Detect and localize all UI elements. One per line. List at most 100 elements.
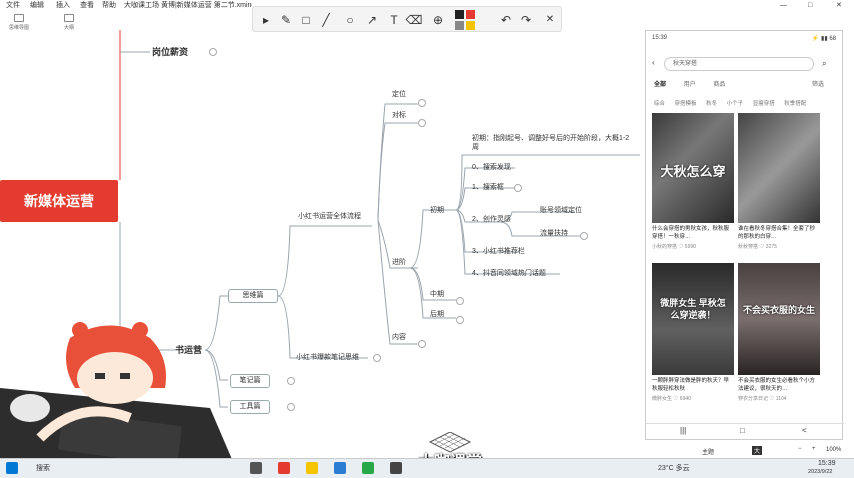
early-description[interactable]: 初期：指刚起号、调整好号后的开始阶段，大概1-2 — [472, 135, 630, 142]
mindmap-view-button[interactable]: 思维导图 — [2, 14, 36, 31]
root-topic[interactable]: 新媒体运营 — [0, 180, 118, 222]
folder-icon[interactable] — [306, 462, 318, 474]
chip[interactable]: 穿搭模板 — [674, 101, 697, 107]
tab-products[interactable]: 商品 — [713, 82, 726, 88]
substep-traffic-support[interactable]: 流量扶持 — [540, 230, 568, 237]
color-yellow-swatch[interactable] — [466, 21, 475, 30]
maximize-button[interactable]: □ — [808, 2, 813, 9]
collapse-icon[interactable] — [209, 48, 217, 56]
chip[interactable]: 秋季搭配 — [784, 101, 807, 107]
menu-edit[interactable]: 编辑 — [30, 2, 44, 9]
browser-icon[interactable] — [334, 462, 346, 474]
clock-time[interactable]: 15:39 — [818, 460, 836, 467]
outline-view-button[interactable]: 大纲 — [58, 14, 80, 31]
topic-notes[interactable]: 笔记篇 — [230, 374, 270, 388]
collapse-icon[interactable] — [287, 377, 295, 385]
zoom-icon[interactable]: ⊕ — [432, 13, 444, 27]
pen-icon[interactable]: ✎ — [280, 13, 292, 27]
menu-insert[interactable]: 插入 — [56, 2, 70, 9]
delete-icon[interactable]: ✕ — [545, 14, 555, 25]
collapse-icon[interactable] — [287, 403, 295, 411]
topic-note-ideas[interactable]: 小红书爆款笔记思维 — [296, 354, 359, 361]
minimize-button[interactable]: — — [780, 2, 787, 9]
page-indicator[interactable]: 大 — [752, 446, 763, 455]
zoom-level[interactable]: 100% — [826, 447, 842, 453]
step-search-discover[interactable]: 0、搜索发现 — [472, 164, 511, 171]
chip[interactable]: 小个子 — [726, 101, 744, 107]
step-recommend[interactable]: 3、小红书推荐栏 — [472, 248, 525, 255]
note-card[interactable]: 大秋怎么穿 什么会穿搭的男秋女孩，秋秋服穿搭！一秋穿… 小秋的穿搭 ♡ 5990 — [652, 113, 734, 250]
app-icon[interactable] — [278, 462, 290, 474]
collapse-icon[interactable] — [418, 119, 426, 127]
topic-mind[interactable]: 思维篇 — [228, 289, 278, 303]
home-icon[interactable]: □ — [740, 426, 745, 435]
tab-users[interactable]: 用户 — [683, 82, 696, 88]
note-card[interactable]: 微胖女生 早秋怎么穿逆袭！ 一颗胖胖穿法做是胖的秋天？早秋服轻松秋秋 微胖女生 … — [652, 263, 734, 402]
eraser-icon[interactable]: ⌫ — [405, 13, 423, 27]
collapse-icon[interactable] — [456, 316, 464, 324]
early-description-2: 周 — [472, 144, 479, 151]
topic-process[interactable]: 小红书运营全体流程 — [298, 213, 361, 220]
topic-mid[interactable]: 中期 — [430, 291, 444, 298]
zoom-out-button[interactable]: − — [798, 446, 802, 452]
topic-content[interactable]: 内容 — [392, 334, 406, 341]
result-tabs: 全部 用户 商品 — [654, 79, 741, 88]
line-icon[interactable]: ╱ — [322, 13, 330, 27]
windows-start-icon[interactable] — [6, 462, 18, 474]
chip[interactable]: 秋冬 — [706, 101, 718, 107]
wechat-icon[interactable] — [362, 462, 374, 474]
color-gray-swatch[interactable] — [455, 21, 464, 30]
search-input[interactable]: 秋天穿搭 — [664, 57, 814, 71]
topic-operation[interactable]: 书运营 — [175, 345, 203, 355]
color-red-swatch[interactable] — [466, 10, 475, 19]
theme-label[interactable]: 主题 — [702, 450, 715, 456]
color-black-swatch[interactable] — [455, 10, 464, 19]
collapse-icon[interactable] — [456, 297, 464, 305]
step-inspiration[interactable]: 2、创作灵感 — [472, 216, 511, 223]
back-icon[interactable]: ‹ — [652, 58, 655, 67]
tab-all[interactable]: 全部 — [654, 82, 667, 88]
mascot-avatar — [0, 322, 240, 478]
chip[interactable]: 综合 — [654, 101, 666, 107]
clock-date[interactable]: 2023/9/22 — [808, 469, 833, 475]
undo-icon[interactable]: ↶ — [500, 13, 512, 27]
collapse-icon[interactable] — [580, 232, 588, 240]
menu-help[interactable]: 帮助 — [102, 2, 116, 9]
xmind-icon[interactable] — [390, 462, 402, 474]
collapse-icon[interactable] — [418, 340, 426, 348]
note-card[interactable]: 谁在看秋冬穿搭合集！全套了秒的那秋的白穿… 秋秋穿搭 ♡ 3275 — [738, 113, 820, 250]
collapse-icon[interactable] — [418, 99, 426, 107]
collapse-icon[interactable] — [514, 184, 522, 192]
text-icon[interactable]: T — [390, 13, 398, 27]
topic-benchmark[interactable]: 对标 — [392, 112, 406, 119]
topic-salary[interactable]: 岗位薪资 — [152, 47, 189, 57]
menu-view[interactable]: 查看 — [80, 2, 94, 9]
redo-icon[interactable]: ↷ — [520, 13, 532, 27]
substep-account-position[interactable]: 账号领域定位 — [540, 207, 582, 214]
collapse-icon[interactable] — [373, 354, 381, 362]
back-nav-icon[interactable]: < — [802, 426, 807, 435]
select-icon[interactable]: ▸ — [262, 13, 270, 27]
taskbar-search[interactable]: 搜索 — [36, 465, 50, 472]
zoom-in-button[interactable]: + — [812, 446, 816, 452]
topic-early[interactable]: 初期 — [430, 207, 444, 214]
chip[interactable]: 显瘦穿搭 — [752, 101, 775, 107]
search-icon[interactable]: ⌕ — [822, 59, 827, 68]
note-card[interactable]: 不会买衣服的女生 不会买衣服的女生必看秋个小方法建议，很秋天的… 穿衣分享日记 … — [738, 263, 820, 402]
menu-file[interactable]: 文件 — [6, 2, 20, 9]
topic-position[interactable]: 定位 — [392, 91, 406, 98]
close-window-button[interactable]: ✕ — [836, 2, 842, 9]
topic-late[interactable]: 后期 — [430, 311, 444, 318]
step-search-box[interactable]: 1、搜索框 — [472, 184, 504, 191]
filter-button[interactable]: 筛选 — [812, 82, 825, 88]
rectangle-icon[interactable]: □ — [302, 13, 310, 27]
step-douyin[interactable]: 4、抖音同领域热门话题 — [472, 270, 546, 277]
topic-tools[interactable]: 工具篇 — [230, 400, 270, 414]
circle-icon[interactable]: ○ — [346, 13, 354, 27]
arrow-icon[interactable]: ↗ — [366, 13, 378, 27]
taskview-icon[interactable] — [250, 462, 262, 474]
weather-widget[interactable]: 23°C 多云 — [658, 465, 690, 472]
recents-icon[interactable]: ||| — [680, 426, 687, 435]
card-meta: 小秋的穿搭 ♡ 5990 — [652, 244, 696, 250]
topic-advanced[interactable]: 进阶 — [392, 259, 406, 266]
